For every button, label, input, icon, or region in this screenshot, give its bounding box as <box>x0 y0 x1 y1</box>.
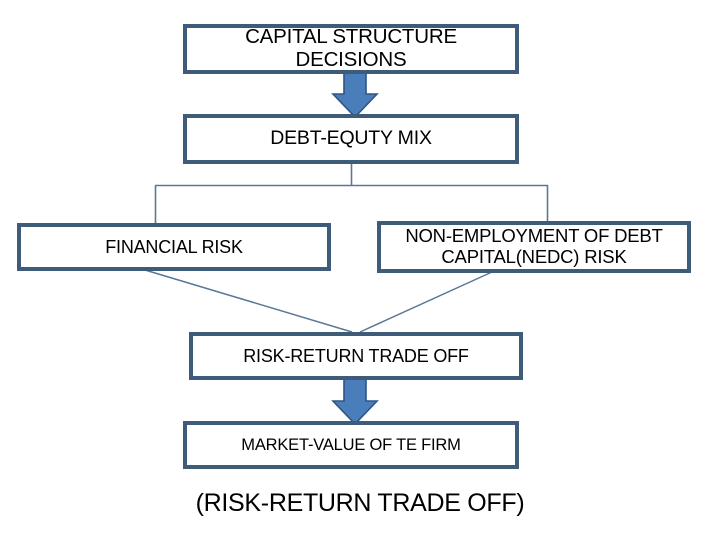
node-capital-structure-decisions: CAPITAL STRUCTURE DECISIONS <box>183 24 519 74</box>
node-financial-risk: FINANCIAL RISK <box>17 223 331 271</box>
connector-diagonal-nedc-to-riskreturn <box>359 271 493 333</box>
node-market-value-of-the-firm-label: MARKET-VALUE OF TE FIRM <box>241 435 461 454</box>
node-debt-equity-mix-label: DEBT-EQUTY MIX <box>270 127 432 150</box>
node-risk-return-trade-off: RISK-RETURN TRADE OFF <box>189 332 523 380</box>
diagram-caption: (RISK-RETURN TRADE OFF) <box>195 489 525 517</box>
node-market-value-of-the-firm: MARKET-VALUE OF TE FIRM <box>183 421 519 469</box>
connector-diagonal-financial-to-riskreturn <box>144 269 353 333</box>
node-nedc-risk: NON-EMPLOYMENT OF DEBT CAPITAL(NEDC) RIS… <box>377 221 691 273</box>
node-risk-return-trade-off-label: RISK-RETURN TRADE OFF <box>243 345 469 366</box>
node-debt-equity-mix: DEBT-EQUTY MIX <box>183 114 519 164</box>
arrow-down-icon <box>331 377 379 425</box>
node-capital-structure-decisions-label: CAPITAL STRUCTURE DECISIONS <box>245 25 457 71</box>
node-financial-risk-label: FINANCIAL RISK <box>105 236 243 257</box>
node-nedc-risk-label: NON-EMPLOYMENT OF DEBT CAPITAL(NEDC) RIS… <box>405 225 663 267</box>
arrow-down-icon <box>331 70 379 118</box>
